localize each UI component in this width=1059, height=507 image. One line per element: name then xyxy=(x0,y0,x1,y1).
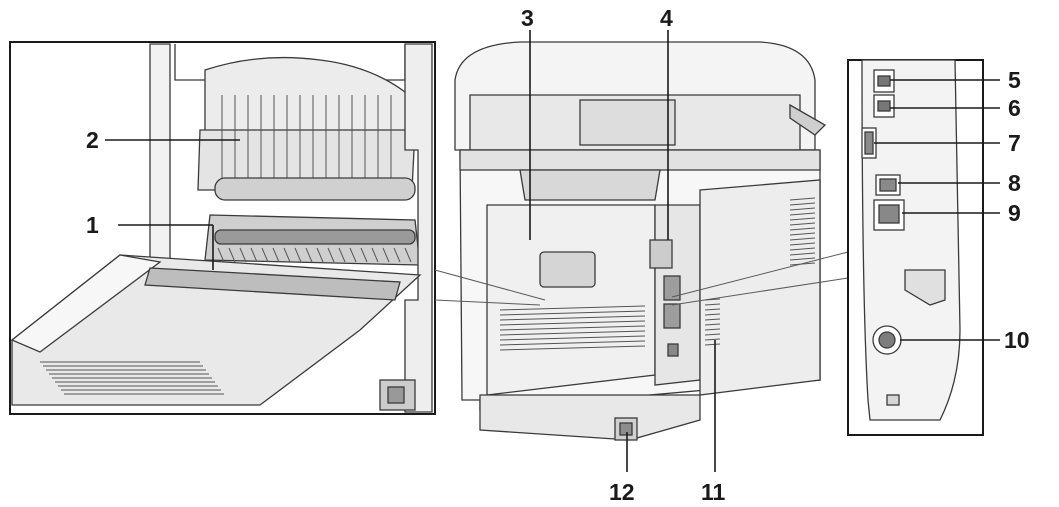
roller-tooth xyxy=(239,247,247,263)
vent-slot xyxy=(789,237,816,241)
vent-slot xyxy=(789,222,816,226)
callout-1: 1 xyxy=(86,212,99,238)
vent-slot xyxy=(499,340,646,346)
vent-slot xyxy=(789,232,816,236)
rear-vent-slots xyxy=(499,305,646,351)
vent-slot xyxy=(499,330,646,336)
vent-slot xyxy=(499,315,646,321)
roller-tooth xyxy=(305,247,313,263)
roller-tooth xyxy=(371,247,379,263)
callout-7: 7 xyxy=(1008,130,1021,156)
vent-slot xyxy=(704,313,721,316)
vent-slot xyxy=(499,310,646,316)
open-rear-door-illustration xyxy=(10,254,422,406)
callout-10: 10 xyxy=(1004,327,1030,353)
vent-slot xyxy=(704,308,721,311)
vent-slot xyxy=(789,197,816,201)
roller-tooth xyxy=(228,247,236,263)
roller-tooth xyxy=(272,247,280,263)
vent-slot xyxy=(499,345,646,351)
vent-slot xyxy=(704,328,721,331)
callout-2: 2 xyxy=(86,127,99,153)
vent-slot xyxy=(789,202,816,206)
roller-tooth xyxy=(316,247,324,263)
fuser-ribs xyxy=(221,95,392,185)
roller-tooth xyxy=(404,247,412,263)
roller-tooth xyxy=(294,247,302,263)
roller-tooth xyxy=(283,247,291,263)
roller-tooth xyxy=(327,247,335,263)
vent-slot xyxy=(704,343,721,346)
roller-tooth xyxy=(360,247,368,263)
callout-8: 8 xyxy=(1008,170,1021,196)
side-vent-slots xyxy=(704,197,816,346)
feed-roller-teeth xyxy=(217,247,412,263)
printer-body-illustration xyxy=(454,41,827,441)
vent-slot xyxy=(499,320,646,326)
callout-labels: 1 2 3 4 5 6 7 8 9 10 11 12 xyxy=(86,5,1030,505)
ports-inset xyxy=(847,59,984,436)
vent-slot xyxy=(789,257,816,261)
vent-slot xyxy=(704,338,721,341)
fuser-unit-illustration xyxy=(197,56,416,191)
roller-tooth xyxy=(217,247,225,263)
callout-5: 5 xyxy=(1008,67,1021,93)
callout-9: 9 xyxy=(1008,200,1021,226)
vent-slot xyxy=(789,212,816,216)
vent-slot xyxy=(499,305,646,311)
vent-slot xyxy=(789,252,816,256)
vent-slot xyxy=(789,217,816,221)
callout-11: 11 xyxy=(701,479,726,505)
callout-3: 3 xyxy=(521,5,534,31)
callout-4: 4 xyxy=(660,5,673,31)
callout-12: 12 xyxy=(609,479,635,505)
leader-lines xyxy=(105,30,1000,472)
rear-door-inset xyxy=(9,41,436,415)
vent-slot xyxy=(789,242,816,246)
vent-slot xyxy=(499,325,646,331)
vent-slot xyxy=(789,247,816,251)
roller-tooth xyxy=(349,247,357,263)
vent-slot xyxy=(789,207,816,211)
roller-tooth xyxy=(393,247,401,263)
vent-slot xyxy=(499,335,646,341)
roller-tooth xyxy=(250,247,258,263)
vent-slot xyxy=(704,303,721,306)
vent-slot xyxy=(704,318,721,321)
roller-tooth xyxy=(261,247,269,263)
vent-slot xyxy=(704,323,721,326)
roller-tooth xyxy=(338,247,346,263)
vent-slot xyxy=(704,333,721,336)
roller-tooth xyxy=(382,247,390,263)
callout-6: 6 xyxy=(1008,95,1021,121)
vent-slot xyxy=(789,227,816,231)
door-vent-slots xyxy=(40,361,224,395)
